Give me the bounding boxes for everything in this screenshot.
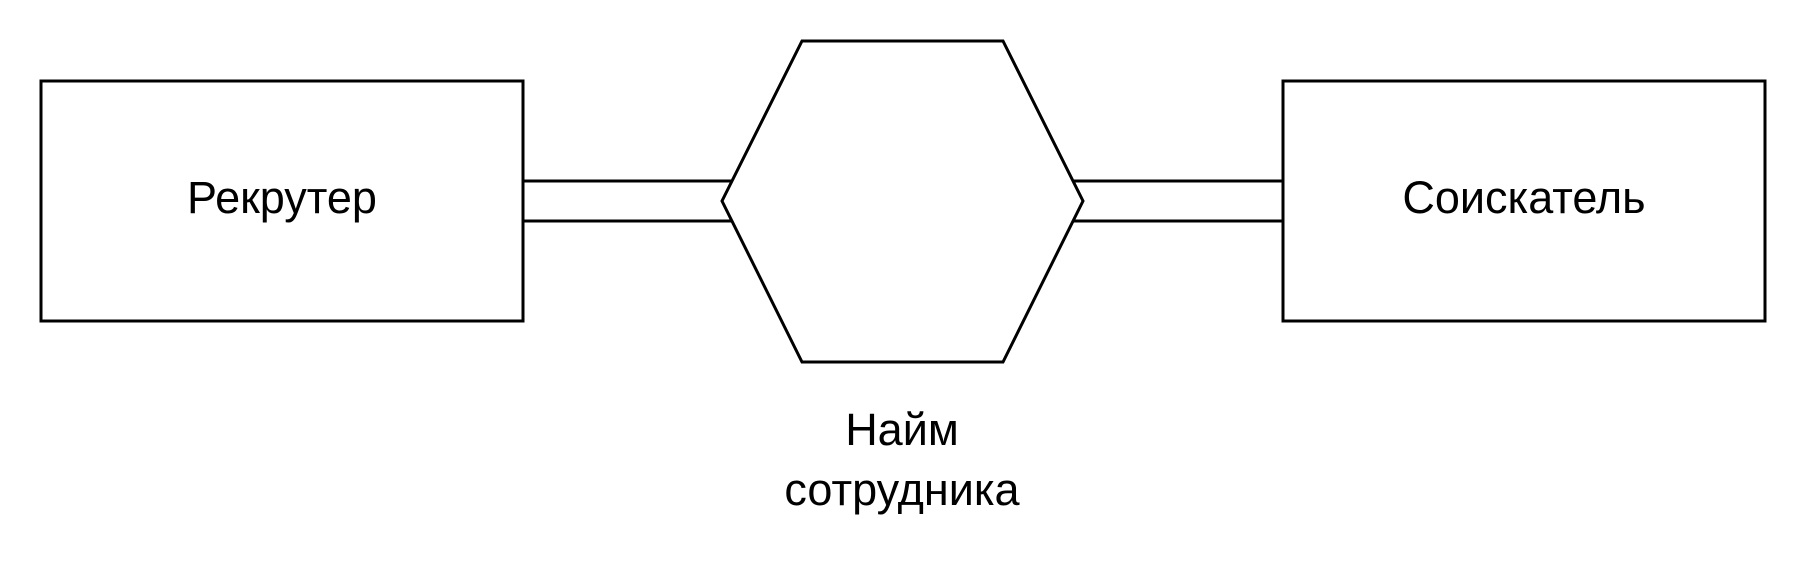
node-recruiter[interactable]: Рекрутер [39,79,525,323]
recruiter-box[interactable] [39,79,525,323]
applicant-box[interactable] [1281,79,1767,323]
node-hiring[interactable] [720,39,1085,364]
hiring-label: Найм сотрудника [784,404,1020,515]
node-applicant[interactable]: Соискатель [1281,79,1767,323]
hiring-label-line2: сотрудника [784,464,1020,515]
recruiter-label: Рекрутер [187,172,377,223]
applicant-label: Соискатель [1402,172,1645,223]
connector-recruiter-hiring [523,179,736,223]
connector-hiring-applicant [1072,179,1283,223]
hiring-label-line1: Найм [845,404,959,455]
hiring-hexagon[interactable] [720,39,1085,364]
